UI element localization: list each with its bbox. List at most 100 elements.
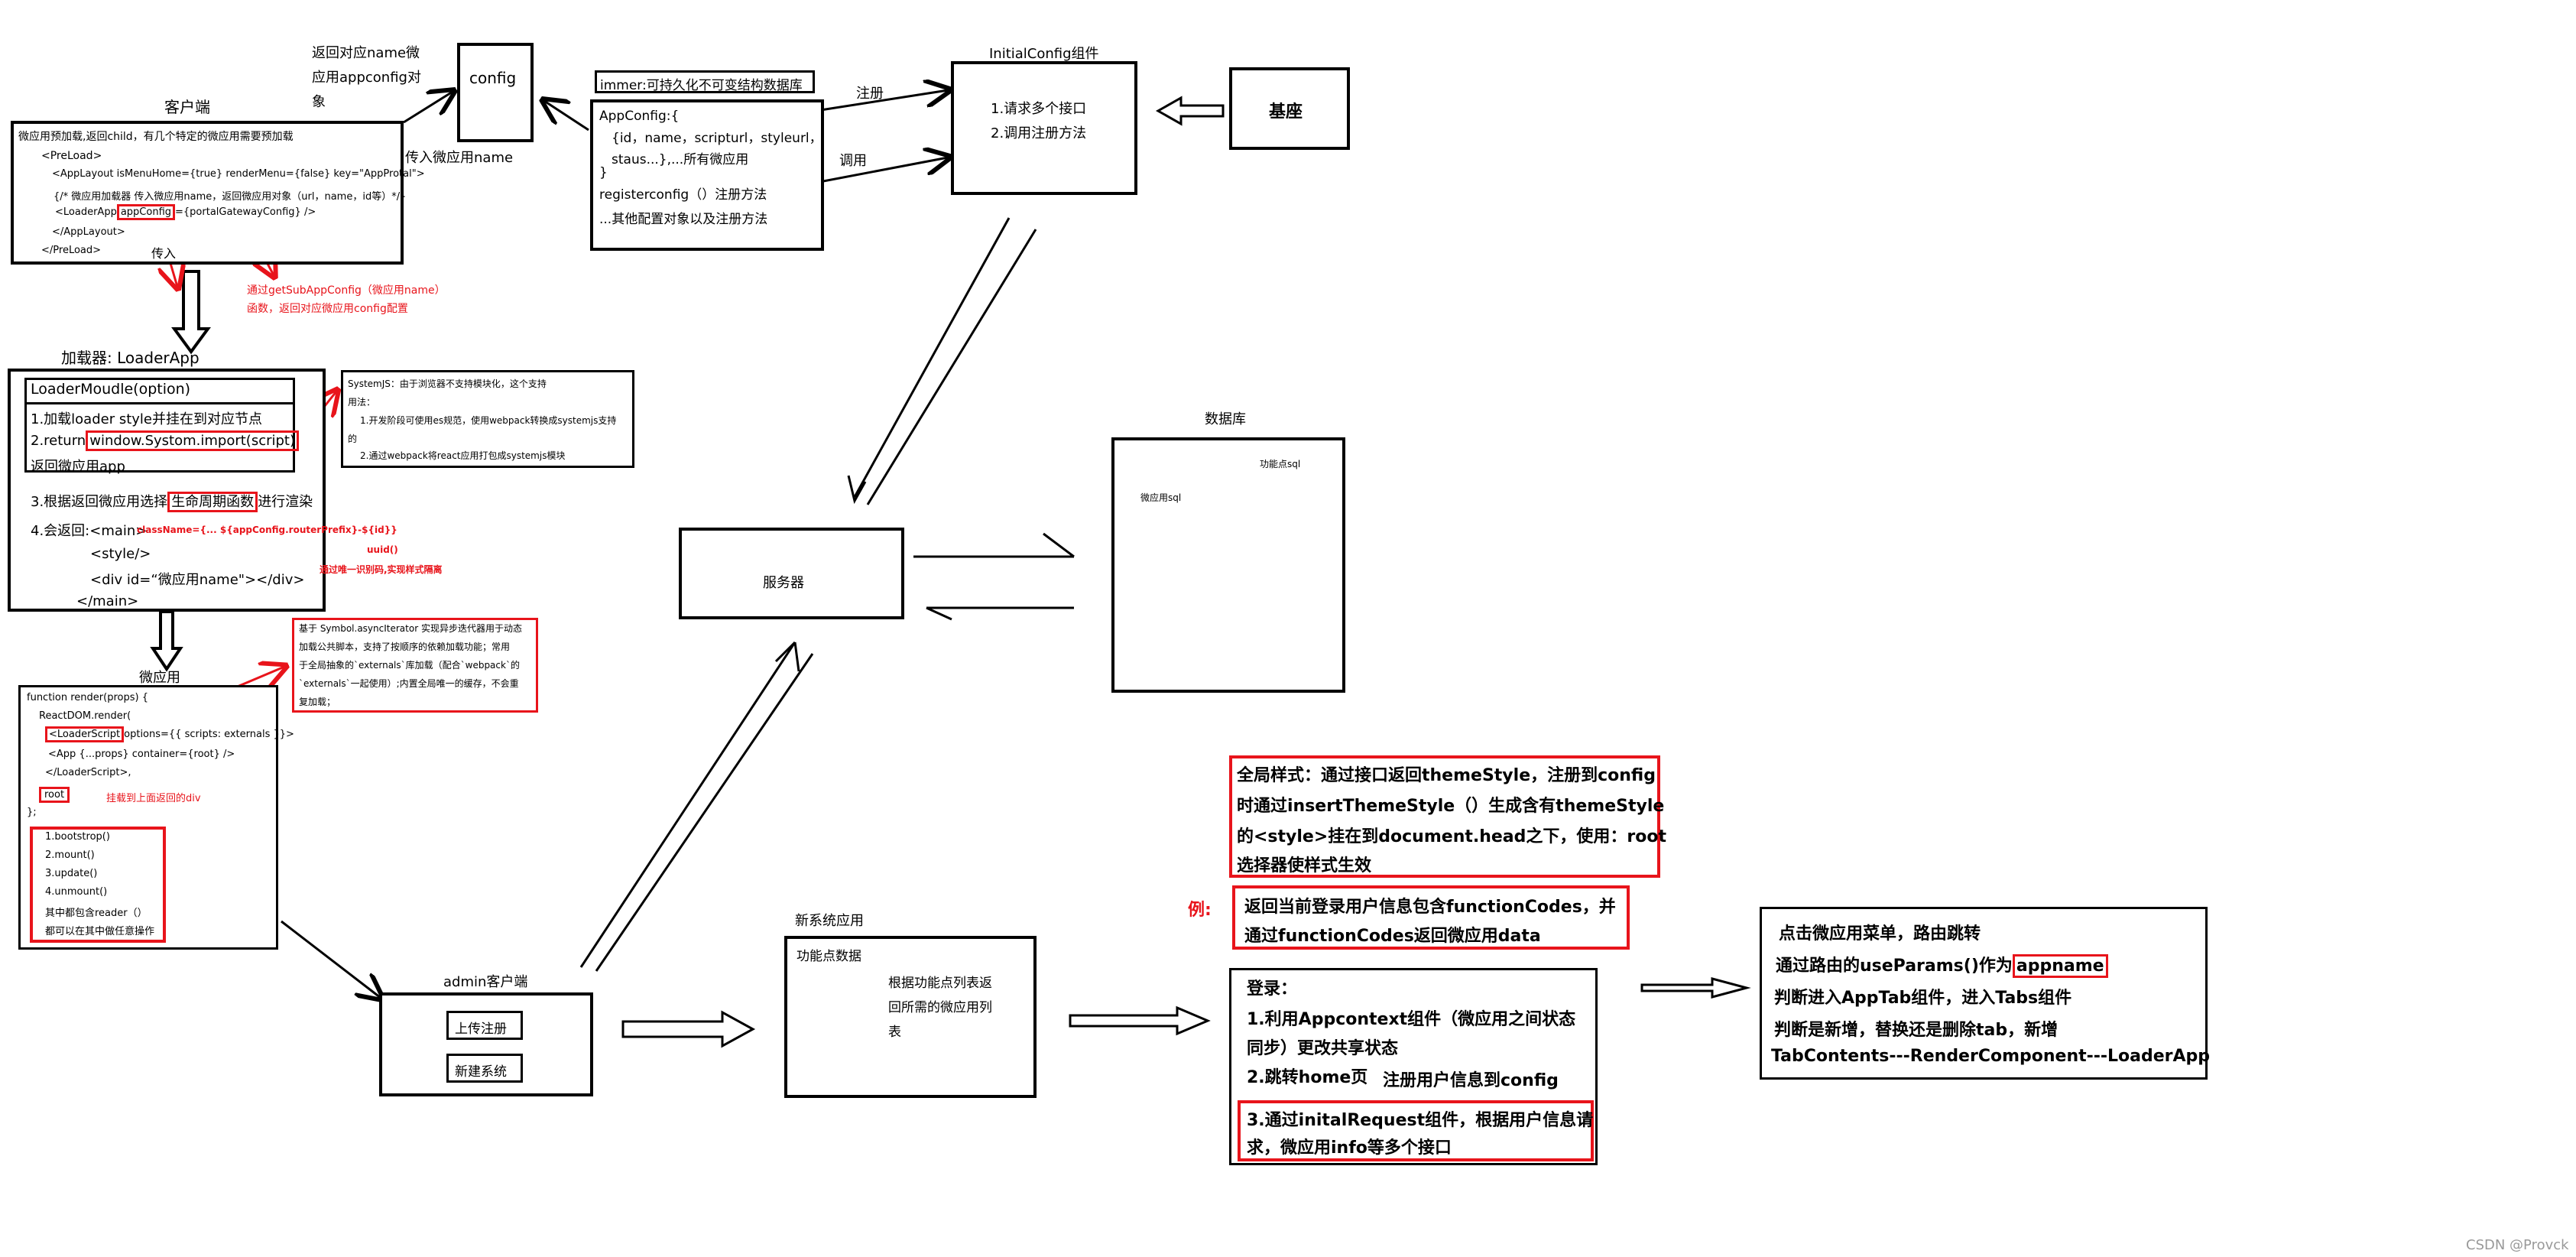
lifecycle-2: 3.update() bbox=[45, 868, 98, 879]
loader-line-8: 4.会返回:<main> bbox=[31, 523, 148, 539]
newsys-desc: 根据功能点列表返 回所需的微应用列 表 bbox=[888, 971, 992, 1044]
loader-line-4: 返回微应用app bbox=[31, 459, 125, 475]
pass-name-label: 传入微应用name bbox=[405, 150, 514, 166]
symbol-line-2: 于全局抽象的`externals`库加载（配合`webpack`的 bbox=[299, 660, 520, 671]
return-note-0: 返回对应name微 bbox=[312, 45, 420, 61]
systemjs-line-0: SystemJS：由于浏览器不支持模块化，这个支持 bbox=[348, 378, 547, 389]
feature-data-label: 功能点数据 bbox=[796, 949, 861, 964]
login-red-line-1: 求，微应用info等多个接口 bbox=[1247, 1138, 1452, 1158]
arrow-loader-to-micro bbox=[150, 610, 183, 672]
lifecycle-box: 1.bootstrop() 2.mount() 3.update() 4.unm… bbox=[30, 827, 166, 943]
immer-title: immer:可持久化不可变结构数据库 bbox=[600, 78, 803, 93]
newsys-desc-0: 根据功能点列表返 bbox=[888, 976, 992, 991]
register-label: 注册 bbox=[856, 86, 884, 102]
admin-title: admin客户端 bbox=[443, 974, 528, 990]
example-line-1: 通过functionCodes返回微应用data bbox=[1244, 927, 1541, 946]
loaderapp-tag: <LoaderApp bbox=[55, 206, 117, 218]
client-box: 微应用预加载,返回child，有几个特定的微应用需要预加载 <PreLoad> … bbox=[11, 121, 425, 265]
line-initial-server-2 bbox=[866, 229, 1037, 505]
getsub-note-line-1: 函数，返回对应微应用config配置 bbox=[247, 303, 408, 315]
example-box: 返回当前登录用户信息包含functionCodes，并 通过functionCo… bbox=[1232, 885, 1630, 950]
config-box: config bbox=[457, 43, 534, 142]
login-line-0: 登录： bbox=[1247, 979, 1298, 999]
newsys-desc-1: 回所需的微应用列 bbox=[888, 1000, 992, 1015]
arrowhead-server-admin bbox=[774, 641, 800, 672]
arrow-micro-to-admin bbox=[281, 920, 381, 998]
return-keyword: 2.return bbox=[31, 433, 86, 449]
micro-title: 微应用 bbox=[139, 670, 180, 686]
getsubappconfig-note: 通过getSubAppConfig（微应用name） 函数，返回对应微应用con… bbox=[247, 281, 446, 318]
immer-box: AppConfig:{ {id，name，scripturl，styleurl，… bbox=[590, 99, 824, 251]
pass-label: 传入 bbox=[151, 246, 177, 261]
isolation-note: 通过唯一识别码,实现样式隔离 bbox=[320, 564, 443, 575]
base-box: 基座 bbox=[1229, 67, 1350, 150]
lifecycle-1: 2.mount() bbox=[45, 849, 95, 861]
loaderscript-highlight: <LoaderScript bbox=[45, 726, 125, 742]
uuid-note: uuid() bbox=[367, 544, 398, 555]
lifecycle-0: 1.bootstrop() bbox=[45, 831, 110, 843]
arrow-client-to-loader bbox=[171, 270, 211, 355]
client-line-1: <PreLoad> bbox=[41, 150, 102, 162]
client-title: 客户端 bbox=[164, 98, 210, 116]
loader-line-1: 1.加载loader style并挂在到对应节点 bbox=[31, 411, 263, 427]
loader-line-5: 3.根据返回微应用选择生命周期函数进行渲染 bbox=[31, 491, 313, 512]
symbol-line-1: 加载公共脚本，支持了按顺序的依赖加载功能；常用 bbox=[299, 641, 511, 652]
loader-line-11: </main> bbox=[76, 593, 139, 609]
server-box: 服务器 bbox=[679, 528, 904, 619]
return-note-1: 应用appconfig对 bbox=[312, 70, 421, 86]
config-return-note: 返回对应name微 应用appconfig对 象 bbox=[312, 41, 421, 115]
lifecycle-3: 4.unmount() bbox=[45, 886, 108, 898]
theme-line-3: 选择器使样式生效 bbox=[1237, 856, 1372, 875]
upload-register-label: 上传注册 bbox=[455, 1022, 507, 1037]
arrowhead-db bbox=[1043, 532, 1075, 558]
lifecycle-4: 其中都包含reader（） bbox=[45, 908, 148, 919]
new-system-button[interactable]: 新建系统 bbox=[446, 1054, 523, 1083]
micro-box: function render(props) { ReactDOM.render… bbox=[18, 685, 294, 950]
line-server-admin-2 bbox=[595, 653, 814, 972]
login-request-box: 3.通过initalRequest组件，根据用户信息请 求，微应用info等多个… bbox=[1238, 1100, 1594, 1161]
systemjs-line-3: 的 bbox=[348, 434, 358, 444]
micro-line-1: ReactDOM.render( bbox=[39, 710, 131, 722]
immer-line-5: ...其他配置对象以及注册方法 bbox=[599, 212, 768, 227]
call-label: 调用 bbox=[839, 153, 867, 169]
appname-highlight: appname bbox=[2012, 954, 2108, 978]
systemjs-line-2: 1.开发阶段可使用es规范，使用webpack转换成systemjs支持 bbox=[360, 415, 617, 426]
route-line-3: 判断进入AppTab组件，进入Tabs组件 bbox=[1774, 989, 2072, 1008]
immer-line-2: staus...},...所有微应用 bbox=[612, 152, 749, 167]
loader-divider bbox=[24, 402, 295, 404]
upload-register-button[interactable]: 上传注册 bbox=[446, 1011, 523, 1040]
arrow-client-to-config bbox=[403, 92, 453, 124]
route-line-0: 点击微应用菜单，路由跳转 bbox=[1779, 924, 1981, 944]
return-note-2: 象 bbox=[312, 94, 326, 110]
choose-text: 3.根据返回微应用选择 bbox=[31, 494, 168, 510]
line-server-admin-1 bbox=[579, 641, 796, 968]
initial-line-1: 2.调用注册方法 bbox=[991, 125, 1087, 141]
example-line-0: 返回当前登录用户信息包含functionCodes，并 bbox=[1244, 898, 1616, 917]
loader-box: LoaderMoudle(option) 1.加载loader style并挂在… bbox=[8, 369, 443, 612]
mount-note: 挂载到上面返回的div bbox=[106, 793, 201, 804]
script-options: options={{ scripts: externals }}> bbox=[124, 729, 294, 740]
systemjs-line-1: 用法： bbox=[348, 397, 376, 408]
theme-line-0: 全局样式：通过接口返回themeStyle，注册到config bbox=[1237, 766, 1656, 785]
newsys-desc-2: 表 bbox=[888, 1025, 901, 1040]
client-line-7: </AppLayout> bbox=[52, 226, 125, 238]
immer-line-4: registerconfig（）注册方法 bbox=[599, 187, 767, 203]
loader-title: 加载器: LoaderApp bbox=[61, 349, 200, 367]
client-line-3: {/* 微应用加载器 传入微应用name，返回微应用对象（url，name，id… bbox=[54, 191, 407, 203]
render-text: 进行渲染 bbox=[258, 494, 313, 510]
database-box: 微应用sql 功能点sql bbox=[1111, 437, 1345, 693]
route-line-5: TabContents---RenderComponent---LoaderAp… bbox=[1771, 1047, 2211, 1066]
loader-line-9: <style/> bbox=[90, 546, 151, 562]
server-label: 服务器 bbox=[763, 575, 804, 591]
arrowhead-server bbox=[926, 606, 952, 621]
arrow-newsys-to-login bbox=[1069, 1005, 1211, 1036]
login-box: 登录： 1.利用Appcontext组件（微应用之间状态 同步）更改共享状态 2… bbox=[1229, 968, 1598, 1165]
login-red-line-0: 3.通过initalRequest组件，根据用户信息请 bbox=[1247, 1111, 1594, 1130]
arrow-login-to-route bbox=[1640, 977, 1751, 999]
micro-line-0: function render(props) { bbox=[27, 692, 148, 703]
arrow-immer-to-config bbox=[544, 101, 589, 132]
client-line-2: <AppLayout isMenuHome={true} renderMenu=… bbox=[52, 168, 425, 180]
systemjs-line-4: 2.通过webpack将react应用打包成systemjs模块 bbox=[360, 450, 566, 461]
arrow-admin-to-newsys bbox=[621, 1010, 756, 1048]
